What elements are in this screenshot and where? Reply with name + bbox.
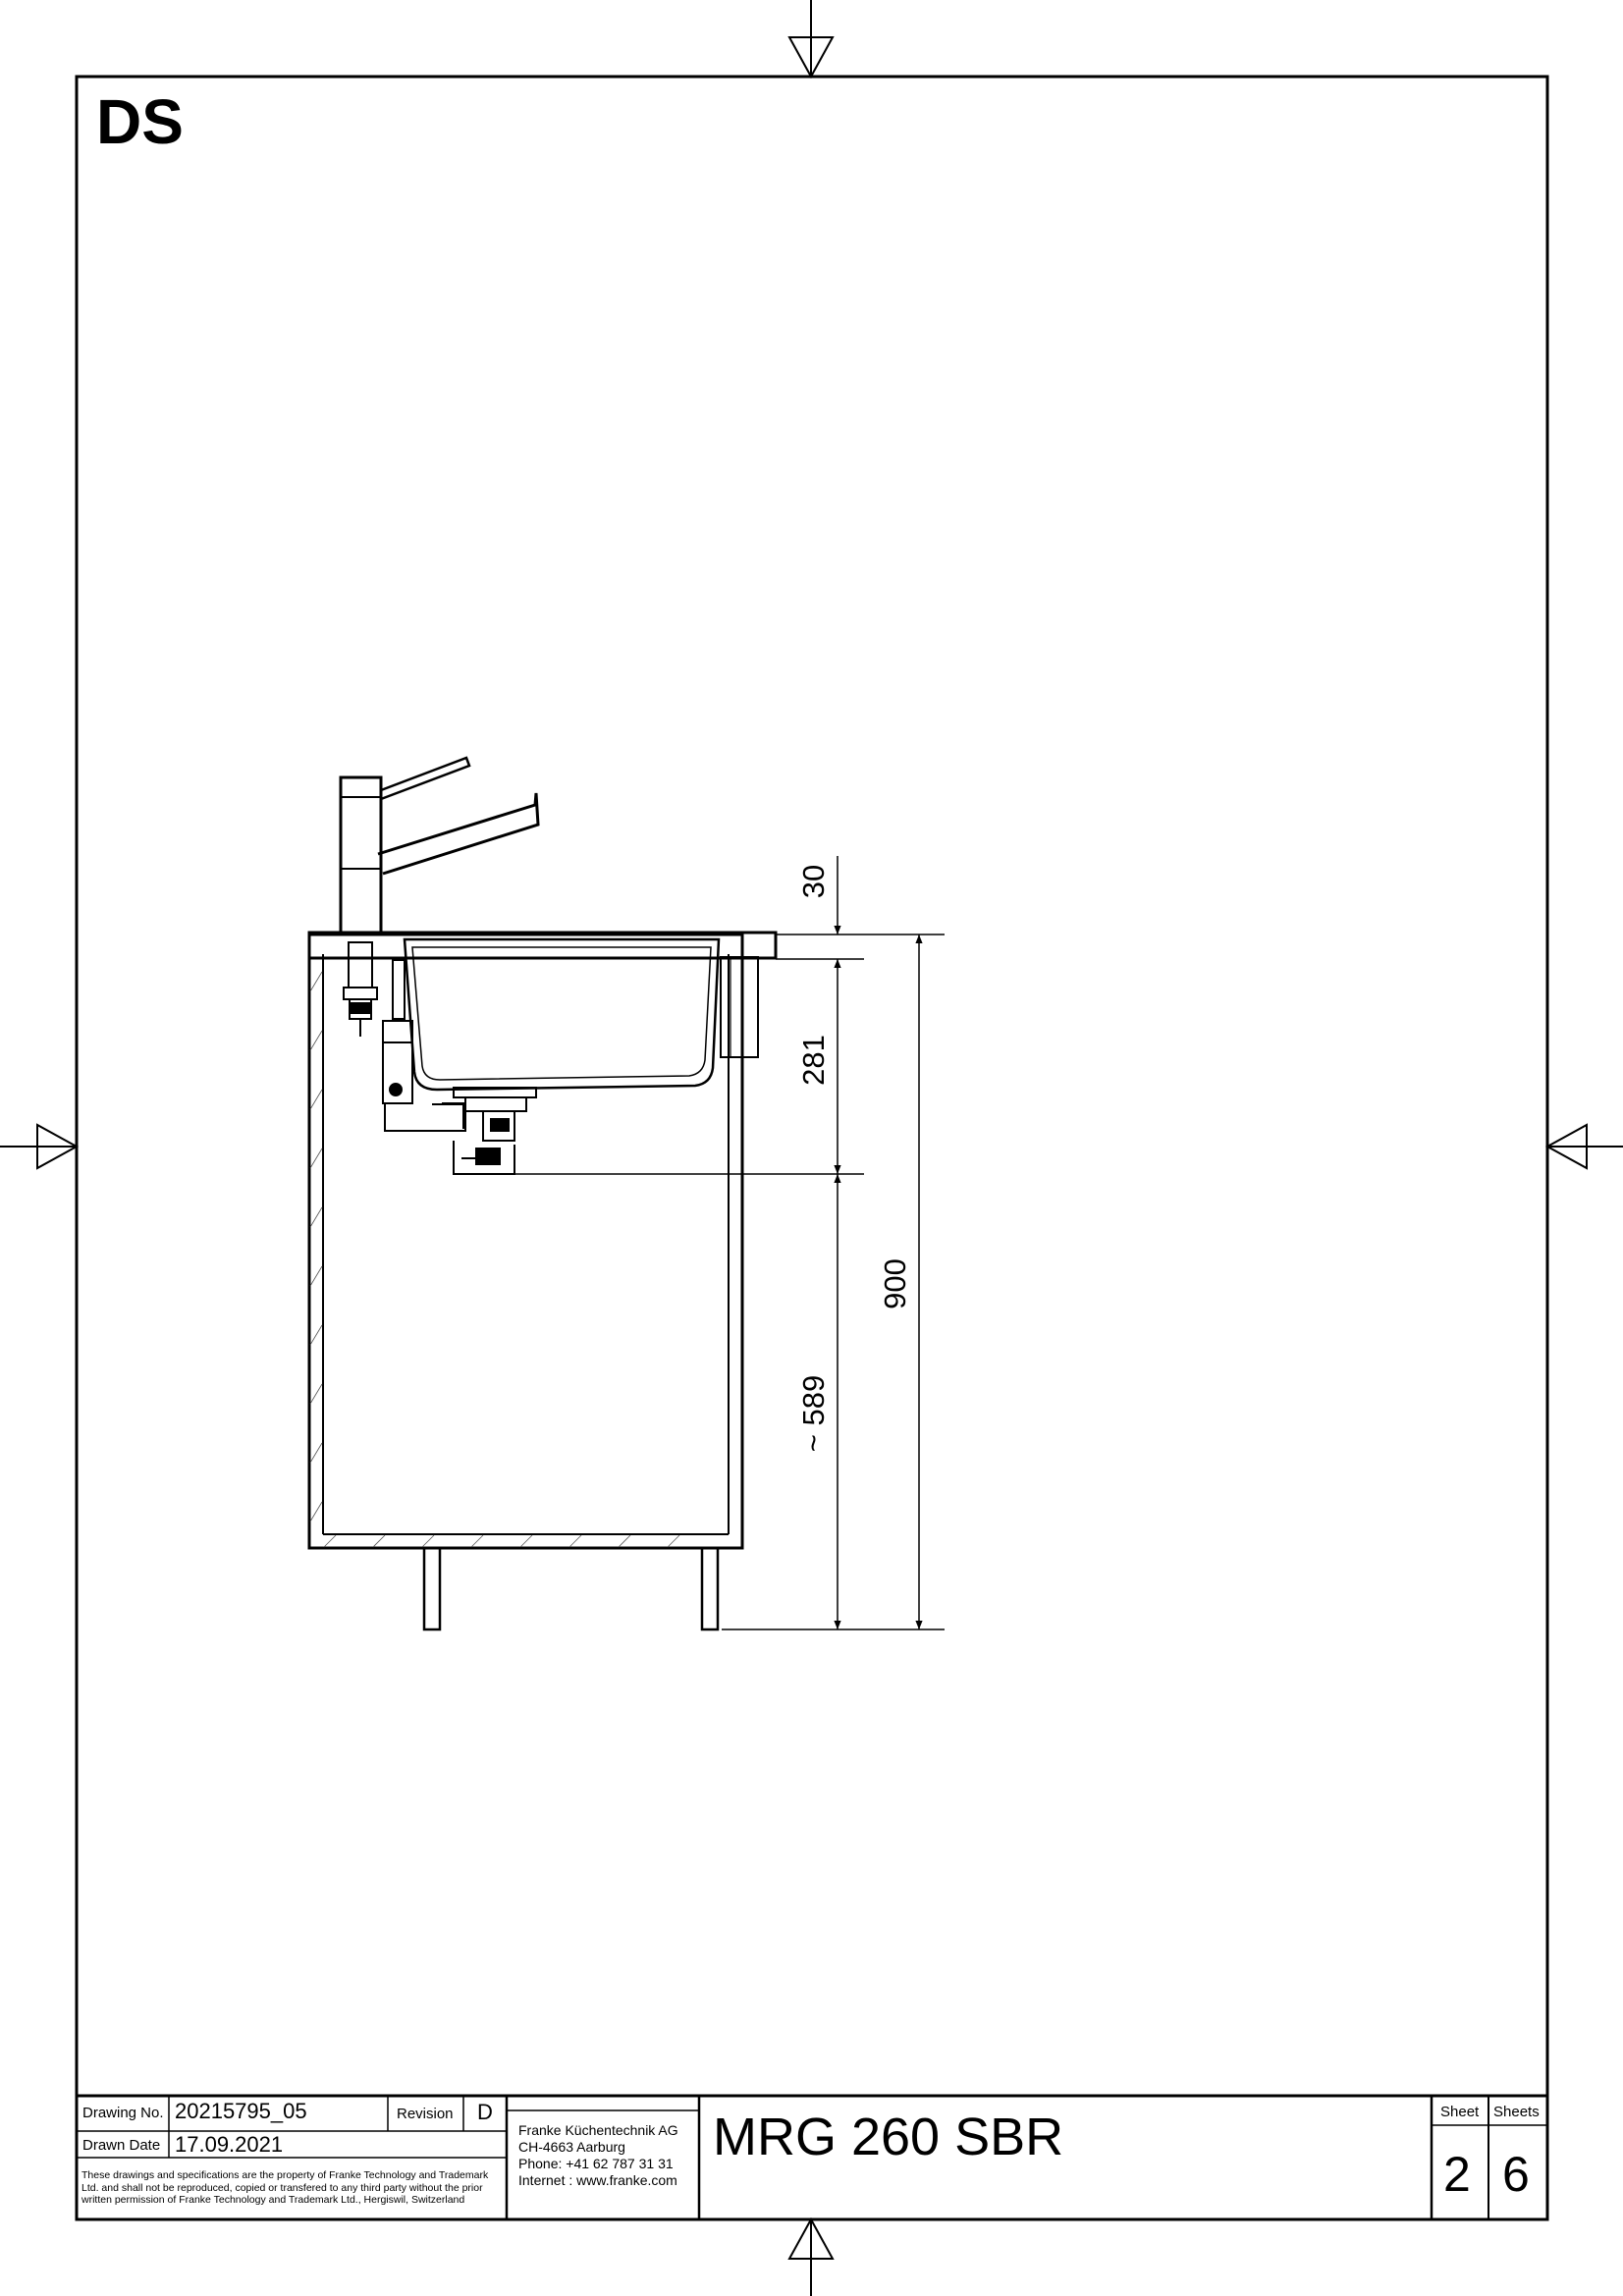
centering-mark-left [0, 1123, 80, 1170]
drawing-frame [75, 75, 1549, 2221]
company-address: CH-4663 Aarburg [518, 2139, 625, 2155]
centering-mark-right [1544, 1123, 1623, 1170]
title-block-grid [77, 2094, 1547, 2219]
drain-assembly [382, 959, 537, 1175]
revision-label: Revision [397, 2106, 454, 2122]
sheet-number: 2 [1443, 2147, 1471, 2202]
sink-bowl [403, 937, 759, 1092]
kitchen-tap [339, 756, 540, 936]
dim-text-30: 30 [796, 865, 831, 898]
dim-text-281: 281 [796, 1035, 831, 1086]
sheets-label: Sheets [1493, 2104, 1540, 2120]
dimension-lines [834, 856, 923, 1629]
legal-notice: These drawings and specifications are th… [81, 2169, 489, 2206]
drawn-date-value: 17.09.2021 [175, 2132, 284, 2157]
drawn-date-label: Drawn Date [82, 2137, 161, 2154]
sheets-total: 6 [1502, 2147, 1530, 2202]
worktop [307, 931, 778, 960]
company-name: Franke Küchentechnik AG [518, 2122, 678, 2138]
drawing-no-label: Drawing No. [82, 2105, 164, 2121]
centering-mark-top [787, 0, 835, 80]
tap-fixing [343, 941, 378, 1037]
sheet-code: DS [96, 86, 184, 157]
cabinet [307, 933, 744, 1631]
revision-value: D [477, 2100, 493, 2124]
company-internet: Internet : www.franke.com [518, 2172, 677, 2188]
company-phone: Phone: +41 62 787 31 31 [518, 2156, 674, 2171]
drawing-no-value: 20215795_05 [175, 2099, 307, 2123]
dim-text-900: 900 [878, 1258, 912, 1309]
sheet-label: Sheet [1440, 2104, 1480, 2120]
centering-mark-bottom [787, 2216, 835, 2296]
dim-text-589: ~ 589 [796, 1375, 831, 1452]
product-title: MRG 260 SBR [713, 2108, 1064, 2166]
